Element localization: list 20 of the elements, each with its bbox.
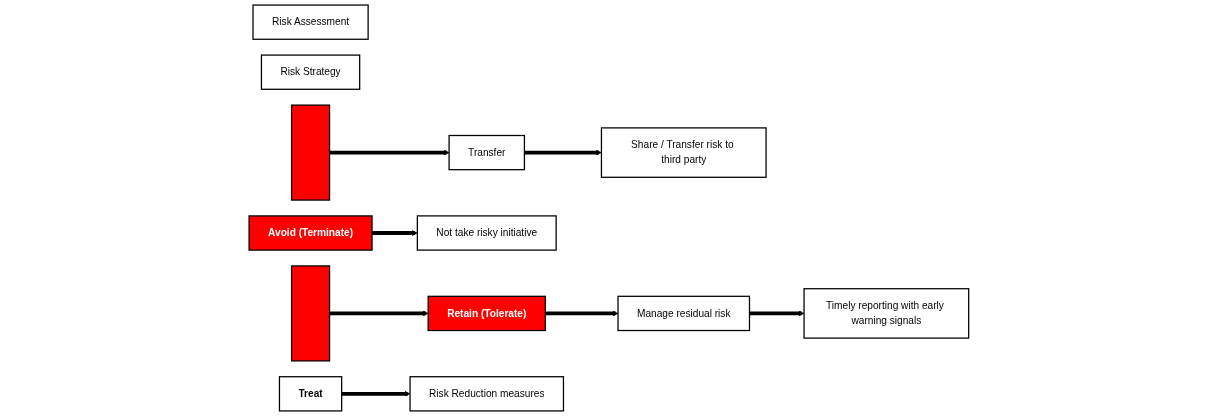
node-bar — [291, 104, 331, 201]
arrow — [545, 310, 619, 317]
node-box: Risk Reduction measures — [409, 376, 565, 412]
arrow — [524, 149, 602, 156]
arrow — [341, 391, 411, 397]
node-box: Treat — [278, 376, 343, 412]
node-box: Share / Transfer risk to third party — [600, 127, 767, 178]
node-box: Timely reporting with early warning signals — [803, 288, 970, 339]
arrow — [329, 149, 450, 156]
node-box: Avoid (Terminate) — [248, 215, 373, 251]
node-box: Not take risky initiative — [416, 215, 557, 251]
node-box: Transfer — [448, 134, 526, 171]
node-bar — [291, 265, 331, 362]
node-box: Manage residual risk — [617, 295, 751, 332]
arrow — [329, 310, 429, 317]
node-box: Risk Assessment — [252, 4, 369, 40]
arrow — [749, 310, 805, 317]
node-box: Risk Strategy — [260, 54, 361, 90]
node-box: Retain (Tolerate) — [427, 295, 547, 332]
arrow — [372, 230, 418, 236]
